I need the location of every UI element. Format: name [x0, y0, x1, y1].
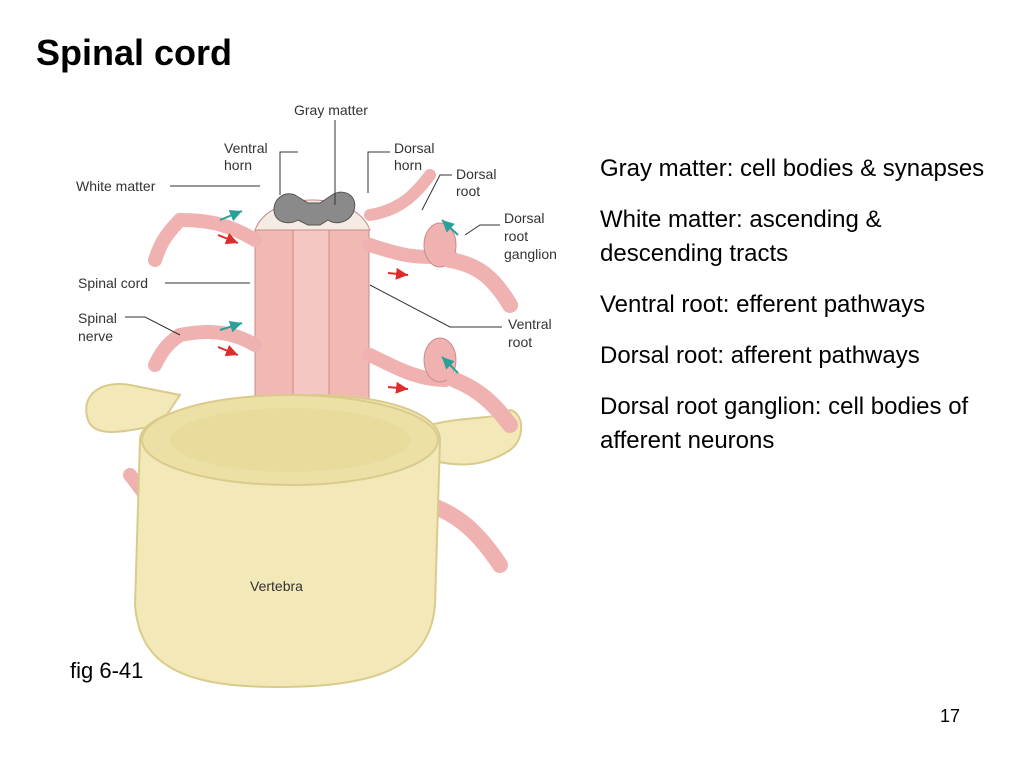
label-white-matter: White matter: [76, 178, 156, 194]
bullet-dorsal-root-ganglion: Dorsal root ganglion: cell bodies of aff…: [600, 393, 969, 454]
label-dorsal-horn-2: horn: [394, 157, 422, 173]
bullet-ventral-root: Ventral root: efferent pathways: [600, 291, 926, 318]
slide-title: Spinal cord: [36, 32, 233, 73]
bullet-gray-matter: Gray matter: cell bodies & synapses: [600, 155, 985, 182]
upper-nerve-roots: [148, 169, 518, 313]
gray-matter-shape: [273, 191, 356, 226]
label-vertebra: Vertebra: [250, 578, 303, 594]
label-dorsal-root-2: root: [456, 183, 480, 199]
figure-caption: fig 6-41: [70, 658, 144, 683]
bullet-list: Gray matter: cell bodies & synapses Whit…: [600, 152, 1010, 475]
label-ventral-root-2: root: [508, 334, 532, 350]
transverse-process-right: [429, 408, 523, 466]
label-ventral-horn-1: Ventral: [224, 140, 268, 156]
bullet-white-matter: White matter: ascending & descending tra…: [600, 206, 882, 267]
afferent-arrows: [219, 209, 459, 374]
leader-lines: [125, 120, 502, 336]
label-dorsal-root-1: Dorsal: [456, 166, 496, 182]
label-drg-1: Dorsal: [504, 210, 544, 226]
label-spinal-nerve-1: Spinal: [78, 310, 117, 326]
label-spinal-nerve-2: nerve: [78, 328, 113, 344]
vertebra-body: [133, 393, 442, 689]
spinal-cord-illustration: Gray matter Ventral horn Dorsal horn Dor…: [76, 102, 557, 689]
label-ventral-horn-2: horn: [224, 157, 252, 173]
label-ventral-root-1: Ventral: [508, 316, 552, 332]
label-spinal-cord: Spinal cord: [78, 275, 148, 291]
label-dorsal-horn-1: Dorsal: [394, 140, 434, 156]
label-drg-2: root: [504, 228, 528, 244]
bullet-dorsal-root: Dorsal root: afferent pathways: [600, 342, 920, 369]
lower-spinal-nerve-right: [422, 497, 508, 573]
spinal-cord-figure: Gray matter Ventral horn Dorsal horn Dor…: [70, 95, 570, 695]
lower-nerve-roots: [148, 325, 518, 433]
label-gray-matter: Gray matter: [294, 102, 368, 118]
page-number: 17: [940, 706, 961, 726]
label-drg-3: ganglion: [504, 246, 557, 262]
efferent-arrows: [217, 232, 409, 394]
